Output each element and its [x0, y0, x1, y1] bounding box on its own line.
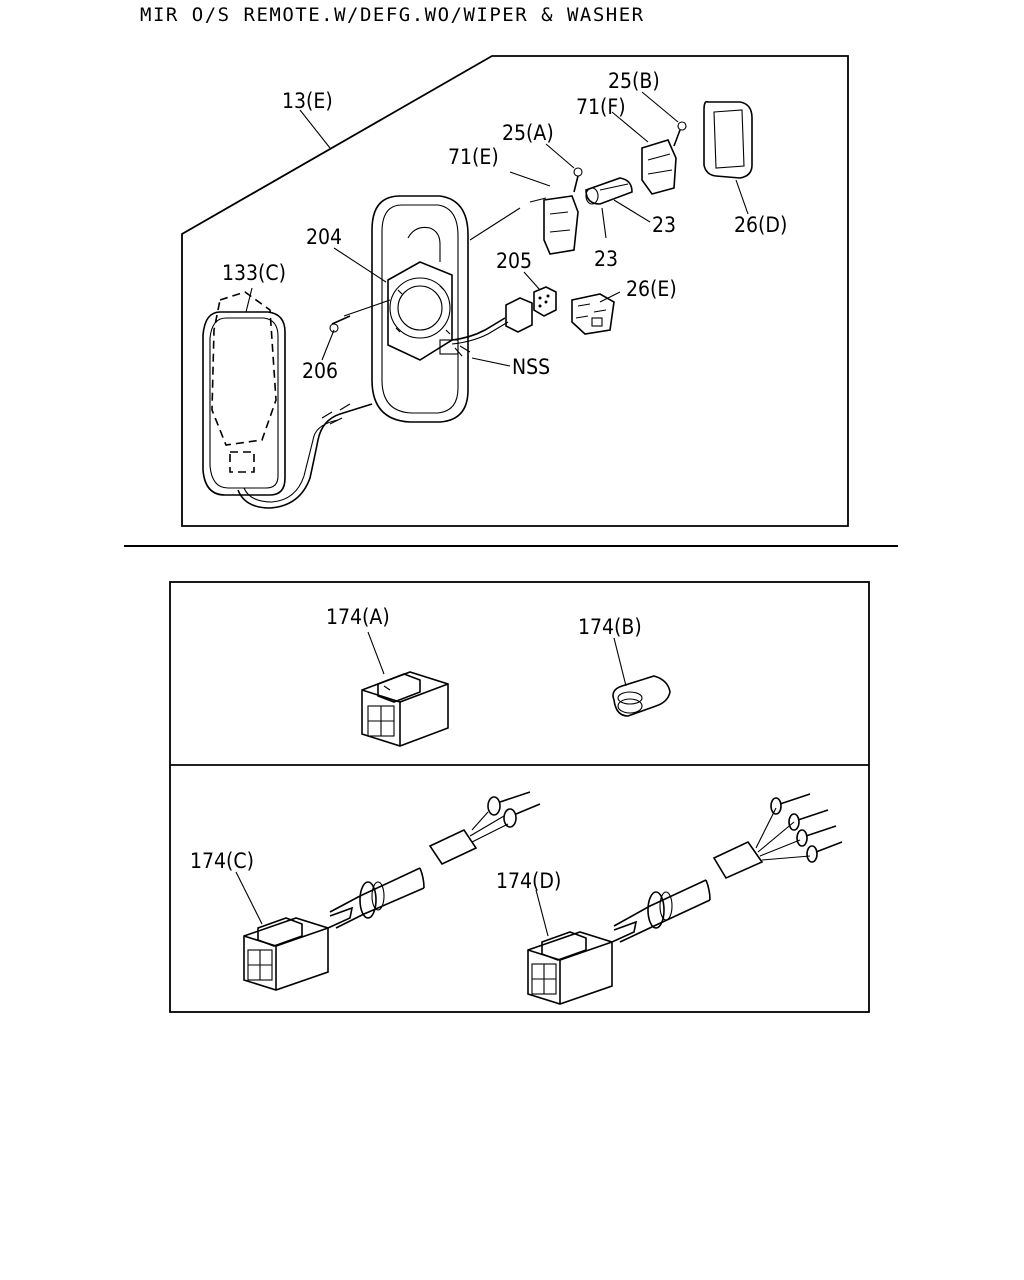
harness-174c: [243, 791, 541, 991]
label-71e: 71(E): [448, 145, 499, 169]
mirror-housing: [371, 195, 469, 423]
screw-25a: [573, 167, 583, 193]
label-71f: 71(F): [576, 95, 626, 119]
label-174a: 174(A): [326, 605, 390, 629]
label-23-upper: 23: [652, 213, 676, 237]
diagram-title: MIR O/S REMOTE.W/DEFG.WO/WIPER & WASHER: [140, 4, 645, 26]
harness-174d: [527, 793, 843, 1005]
connector-parts-section: 174(A) 174(B): [169, 581, 870, 1013]
actuator-harness-wire: [451, 317, 506, 341]
label-23-lower: 23: [594, 247, 618, 271]
bracket-71f: [641, 139, 677, 195]
cover-26d: [703, 100, 753, 179]
assembly-frame: [181, 55, 849, 527]
mirror-glass-133c: [202, 291, 286, 496]
label-25b: 25(B): [608, 69, 660, 93]
connector-174a: [361, 671, 449, 747]
bracket-26e: [571, 293, 615, 335]
label-26d: 26(D): [734, 213, 787, 237]
heater-pad-23: [585, 177, 633, 205]
bracket-71e: [543, 195, 579, 255]
actuator-204: [387, 261, 459, 361]
label-174d: 174(D): [496, 869, 561, 893]
connector-box-frame: [169, 581, 870, 1013]
label-13e: 13(E): [282, 89, 333, 113]
screw-25b: [673, 121, 687, 147]
connector-205: [505, 286, 557, 333]
label-206: 206: [302, 359, 338, 383]
label-174b: 174(B): [578, 615, 642, 639]
label-nss: NSS: [512, 355, 550, 379]
label-25a: 25(A): [502, 121, 554, 145]
mirror-assembly-section: 13(E) 25(B) 71(F) 25(A) 71(E) 23 23 26(D…: [181, 55, 849, 527]
screw-206: [329, 315, 351, 333]
label-205: 205: [496, 249, 532, 273]
glass-cable: [237, 403, 373, 509]
label-204: 204: [306, 225, 342, 249]
connector-174b: [612, 675, 671, 717]
label-133c: 133(C): [222, 261, 286, 285]
label-26e: 26(E): [626, 277, 677, 301]
label-174c: 174(C): [190, 849, 254, 873]
